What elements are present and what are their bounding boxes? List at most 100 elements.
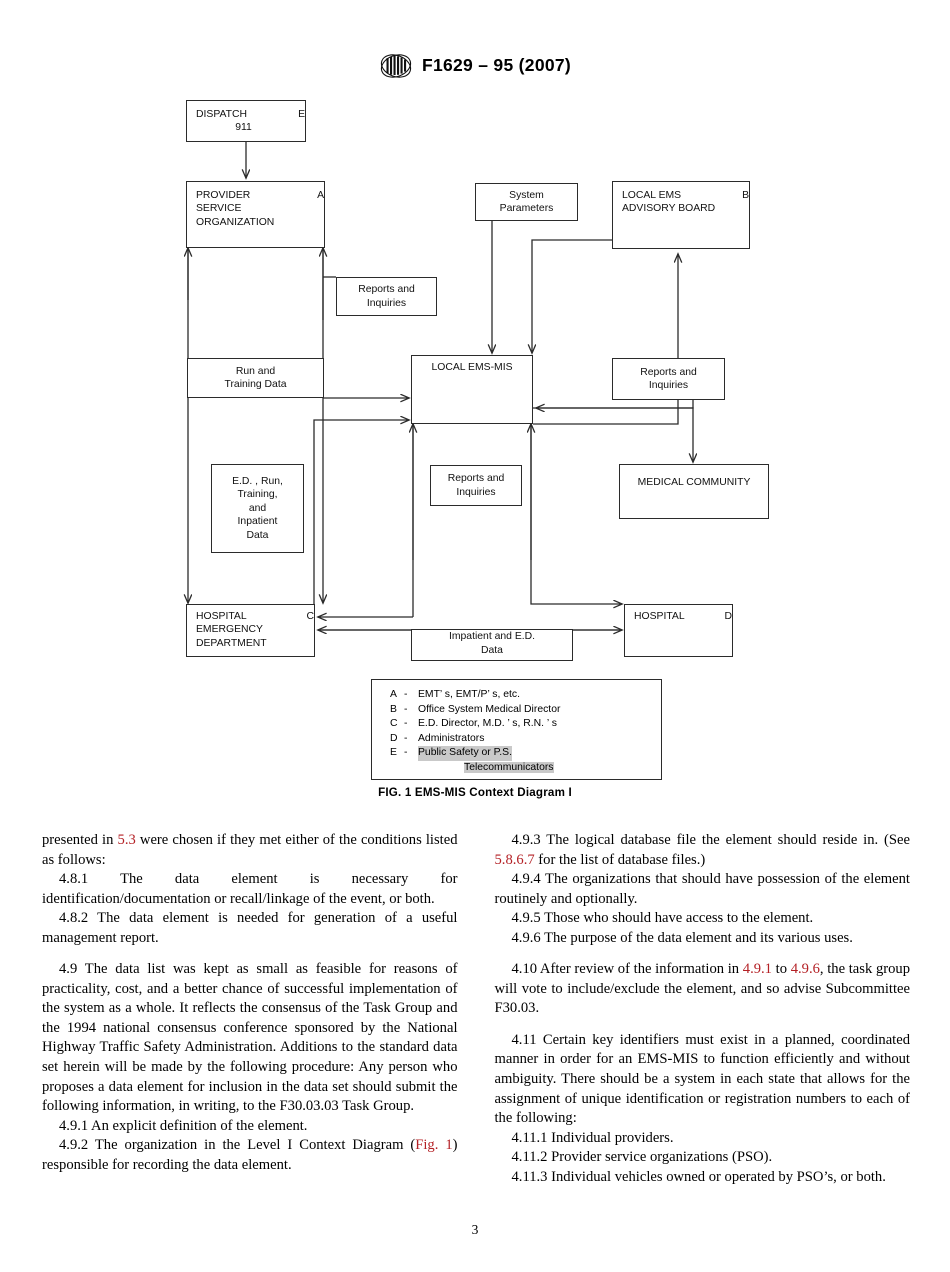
legend-key: D <box>390 732 398 744</box>
text-segment: 4.9.6 The purpose of the data element an… <box>511 929 853 946</box>
legend-dash: - <box>404 703 408 715</box>
figure-context-diagram: DISPATCH E 911 PROVIDER A SERVICE ORGANI… <box>0 100 769 799</box>
text-segment: 4.9 The data list was kept as small as f… <box>42 961 458 1115</box>
provider-label-line2: SERVICE <box>196 203 242 215</box>
diagram-box-hospital-emergency-department: HOSPITAL C EMERGENCY DEPARTMENT <box>186 604 315 657</box>
para-4-9-5: 4.9.5 Those who should have access to th… <box>495 909 911 929</box>
diagram-label-ed-run-training-inpatient-data: E.D. , Run, Training, and Inpatient Data <box>211 464 304 553</box>
legend-description: Public Safety or P.S. <box>418 746 512 761</box>
hospital-d-line1: HOSPITAL <box>634 611 685 622</box>
cross-reference-link[interactable]: 4.9.1 <box>742 961 772 978</box>
hospital-ed-line1: HOSPITAL <box>196 611 247 622</box>
diagram-box-hospital-d: HOSPITAL D <box>624 604 733 657</box>
diagram-label-run-and-training-data: Run and Training Data <box>187 358 324 398</box>
para-4-11: 4.11 Certain key identifiers must exist … <box>495 1031 911 1129</box>
text-column-right: 4.9.3 The logical database file the elem… <box>495 831 911 1211</box>
diagram-box-local-ems-advisory-board: LOCAL EMS B ADVISORY BOARD <box>612 181 750 249</box>
diagram-box-medical-community: MEDICAL COMMUNITY <box>619 464 769 519</box>
medical-community-label: MEDICAL COMMUNITY <box>637 477 751 488</box>
page-number: 3 <box>471 1222 479 1237</box>
legend-description: E.D. Director, M.D. ’ s, R.N. ’ s <box>418 718 557 730</box>
advisory-board-line2: ADVISORY BOARD <box>622 203 716 215</box>
para-4-9-2: 4.9.2 The organization in the Level I Co… <box>42 1136 458 1175</box>
reports-inquiries-3-line1: Reports and <box>447 473 505 485</box>
legend-row: C-E.D. Director, M.D. ’ s, R.N. ’ s <box>390 717 661 732</box>
legend-description: EMT’ s, EMT/P’ s, etc. <box>418 689 520 700</box>
legend-row: E-Public Safety or P.S. <box>390 746 661 761</box>
body-text: presented in 5.3 were chosen if they met… <box>42 831 910 1211</box>
text-segment: 4.11.3 Individual vehicles owned or oper… <box>511 1168 886 1185</box>
legend-description: Office System Medical Director <box>418 703 561 715</box>
text-segment: ) responsible for recording the data ele… <box>42 1137 458 1173</box>
para-4-11-3: 4.11.3 Individual vehicles owned or oper… <box>495 1168 911 1188</box>
document-header: F1629 – 95 (2007) <box>0 52 950 78</box>
cross-reference-link[interactable]: 5.3 <box>117 832 136 848</box>
legend-rows: A-EMT’ s, EMT/P’ s, etc.B-Office System … <box>390 688 661 761</box>
legend-row: A-EMT’ s, EMT/P’ s, etc. <box>390 688 661 703</box>
legend-key: B <box>390 703 397 715</box>
legend-key: A <box>390 689 397 700</box>
para-4-9-1: 4.9.1 An explicit definition of the elem… <box>42 1117 458 1137</box>
legend-continuation-text: Telecommunicators <box>464 761 554 773</box>
legend-description: Administrators <box>418 732 485 744</box>
ed-run-line3: and <box>248 502 267 514</box>
hospital-d-letter: D <box>724 611 732 622</box>
text-segment: were chosen if they met either of the co… <box>42 832 458 868</box>
para-4-9-6: 4.9.6 The purpose of the data element an… <box>495 929 911 949</box>
diagram-label-reports-and-inquiries-3: Reports and Inquiries <box>430 465 522 506</box>
text-segment: 4.9.2 The organization in the Level I Co… <box>59 1137 416 1154</box>
para-4-11-2: 4.11.2 Provider service organizations (P… <box>495 1148 911 1168</box>
para-4-9-3: 4.9.3 The logical database file the elem… <box>495 831 911 870</box>
text-segment: to <box>771 961 791 978</box>
diagram-box-dispatch: DISPATCH E 911 <box>186 100 306 142</box>
text-segment: 4.9.3 The logical database file the elem… <box>511 832 911 848</box>
run-training-line1: Run and <box>235 365 276 377</box>
diagram-legend: A-EMT’ s, EMT/P’ s, etc.B-Office System … <box>371 679 662 780</box>
text-segment: 4.11 Certain key identifiers must exist … <box>494 1031 911 1127</box>
para-4-9-4: 4.9.4 The organizations that should have… <box>495 870 911 909</box>
legend-dash: - <box>404 718 408 730</box>
local-ems-mis-label: LOCAL EMS-MIS <box>431 362 513 373</box>
para-4-8-1: 4.8.1 The data element is necessary for … <box>42 870 458 909</box>
dispatch-letter: E <box>298 109 305 120</box>
impatient-ed-line2: Data <box>481 644 503 656</box>
reports-inquiries-2-line2: Inquiries <box>648 380 689 391</box>
legend-dash: - <box>404 732 408 744</box>
ed-run-line5: Data <box>246 529 269 541</box>
text-segment: , the task group will vote to include/ex… <box>494 961 911 1017</box>
figure-caption: FIG. 1 EMS-MIS Context Diagram I <box>378 786 572 799</box>
legend-continuation: Telecommunicators <box>390 761 661 776</box>
reports-inquiries-3-line2: Inquiries <box>456 486 496 498</box>
provider-label-line1: PROVIDER <box>196 190 251 201</box>
dispatch-number: 911 <box>235 122 252 134</box>
diagram-box-system-parameters: System Parameters <box>475 183 578 221</box>
legend-key: C <box>390 718 398 730</box>
legend-key: E <box>390 747 397 759</box>
text-segment: for the list of database files.) <box>534 851 706 868</box>
diagram-label-reports-and-inquiries-2: Reports and Inquiries <box>612 358 725 400</box>
hospital-ed-line3: DEPARTMENT <box>196 637 267 649</box>
legend-row: D-Administrators <box>390 732 661 747</box>
ed-run-line1: E.D. , Run, <box>232 475 283 487</box>
reports-inquiries-1-line1: Reports and <box>358 284 415 296</box>
system-parameters-line1: System <box>509 189 544 201</box>
cross-reference-link[interactable]: 4.9.6 <box>790 961 820 978</box>
document-title: F1629 – 95 (2007) <box>421 54 572 75</box>
system-parameters-line2: Parameters <box>499 203 554 214</box>
para-4-11-1: 4.11.1 Individual providers. <box>495 1129 911 1149</box>
advisory-board-letter: B <box>742 190 749 201</box>
text-segment: 4.10 After review of the information in <box>511 961 743 978</box>
text-segment: presented in <box>42 832 118 848</box>
legend-dash: - <box>404 747 408 759</box>
reports-inquiries-2-line1: Reports and <box>640 366 697 378</box>
cross-reference-link[interactable]: 5.8.6.7 <box>494 851 535 868</box>
text-segment: 4.11.2 Provider service organizations (P… <box>511 1149 773 1166</box>
impatient-ed-line1: Impatient and E.D. <box>448 631 536 643</box>
text-segment: 4.8.2 The data element is needed for gen… <box>42 910 458 946</box>
diagram-box-provider-service-organization: PROVIDER A SERVICE ORGANIZATION <box>186 181 325 248</box>
cross-reference-link[interactable]: Fig. 1 <box>415 1137 453 1154</box>
text-segment: 4.9.1 An explicit definition of the elem… <box>59 1117 308 1134</box>
text-segment: 4.9.4 The organizations that should have… <box>494 871 911 907</box>
para-4-9: 4.9 The data list was kept as small as f… <box>42 960 458 1116</box>
provider-label-line3: ORGANIZATION <box>196 216 275 228</box>
